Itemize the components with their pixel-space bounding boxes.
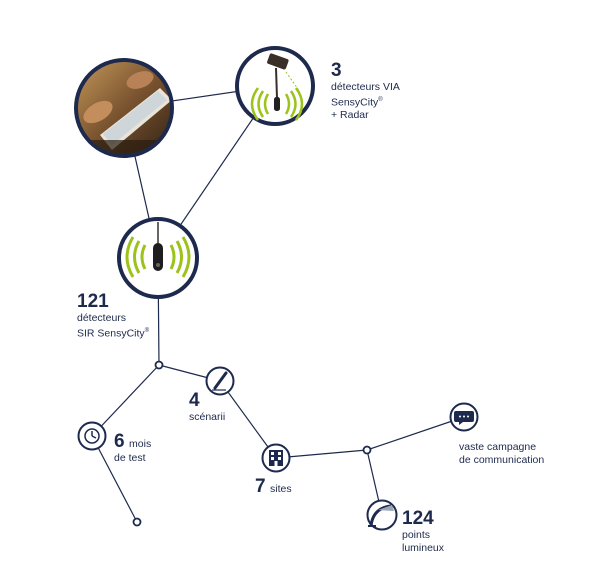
points-line2: lumineux: [402, 541, 445, 554]
clock-node: [77, 421, 107, 451]
campaign-line1: vaste campagne: [459, 441, 537, 453]
street-lamp-icon: [368, 504, 394, 527]
sir-detectors-label: 121 détecteurs SIR SensyCity®: [77, 292, 149, 340]
scenarii-text: scénarii: [189, 411, 226, 423]
edge-clock-end: [91, 435, 138, 523]
chat-bubble-icon: [454, 411, 474, 425]
sir-line1: détecteurs: [77, 312, 127, 324]
campaign-line2: de communication: [459, 453, 545, 466]
campaign-label: vaste campagne de communication: [459, 441, 544, 466]
scenarii-number: 4: [189, 390, 200, 411]
sites-number: 7: [255, 476, 266, 497]
months-line2: de test: [114, 452, 146, 464]
sites-label: 7 sites: [255, 477, 292, 497]
camera-detector-icon: [250, 53, 304, 121]
junction-dot-right: [362, 445, 372, 455]
edge-junction-clock: [91, 364, 160, 437]
clock-icon: [84, 428, 100, 444]
sir-line2: SIR SensyCity®: [77, 327, 150, 339]
via-line3: + Radar: [331, 108, 369, 121]
pen-icon: [212, 371, 228, 391]
sensor-node: [117, 217, 199, 299]
via-detectors-label: 3 détecteurs VIA SensyCity® + Radar: [331, 61, 400, 121]
end-dot: [132, 517, 142, 527]
via-line2: SensyCity®: [331, 96, 383, 108]
lamp-node: [366, 499, 398, 531]
edge-building-junction: [275, 449, 368, 459]
months-label: 6 mois de test: [114, 432, 151, 465]
points-number: 124: [402, 508, 434, 529]
building-node: [261, 443, 291, 473]
sites-suffix: sites: [270, 483, 292, 495]
via-line1: détecteurs VIA: [331, 81, 400, 93]
photo-node: [74, 58, 174, 158]
tablet-hands-photo: [78, 62, 170, 154]
scenarii-label: 4 scénarii: [189, 391, 225, 424]
edge-junction-chat: [366, 416, 465, 451]
junction-dot-top: [154, 360, 164, 370]
points-line1: points: [402, 529, 431, 541]
months-suffix: mois: [129, 438, 152, 450]
building-icon: [269, 450, 283, 466]
points-label: 124 points lumineux: [402, 509, 444, 554]
pen-node: [205, 366, 235, 396]
sensor-waves-icon: [125, 222, 191, 278]
camera-node: [235, 46, 315, 126]
via-number: 3: [331, 60, 342, 81]
chat-node: [449, 402, 479, 432]
months-number: 6: [114, 431, 125, 452]
edge-pen-building: [219, 380, 277, 459]
sir-number: 121: [77, 291, 109, 312]
